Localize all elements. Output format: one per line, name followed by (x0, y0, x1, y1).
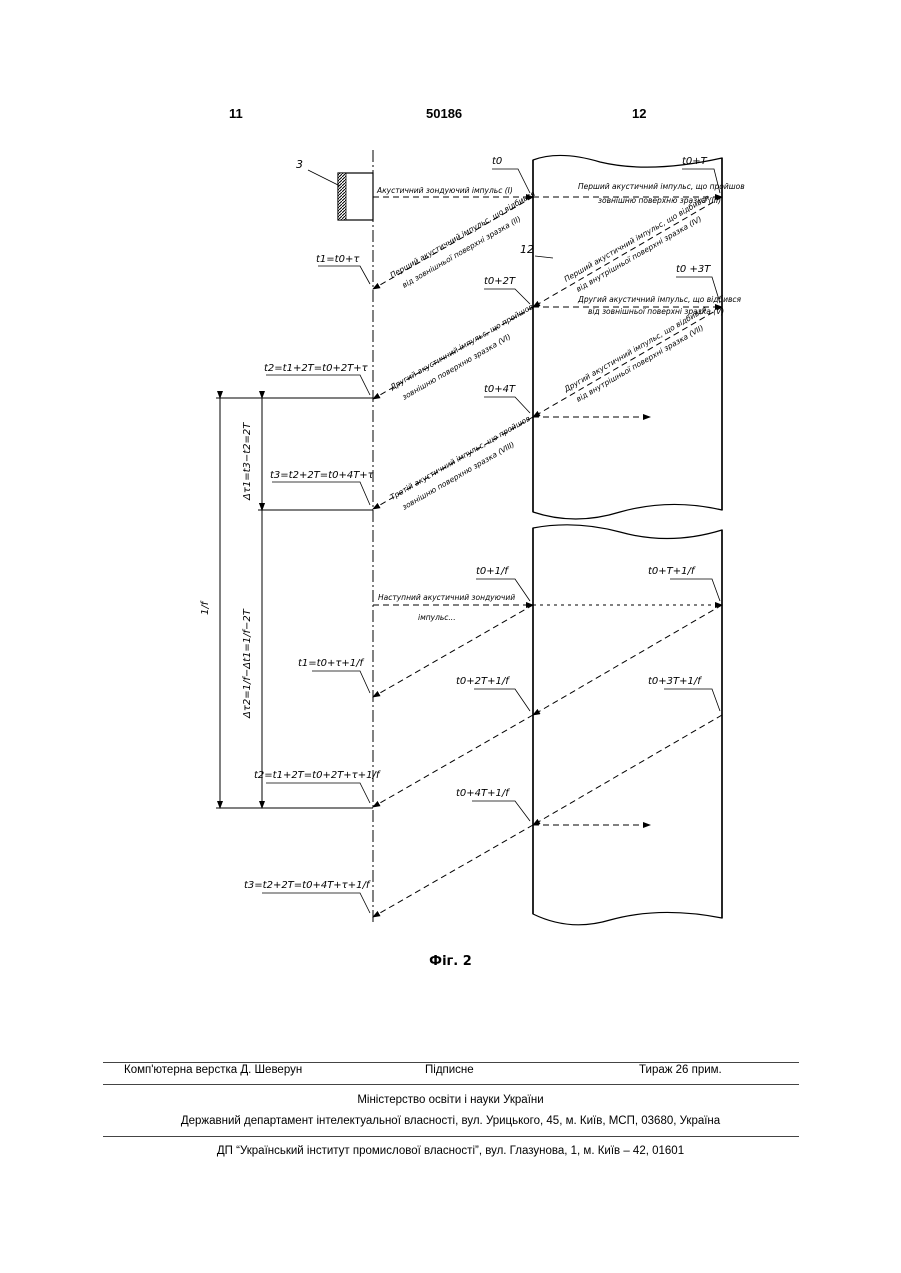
note-next-probe-a: Наступний акустичний зондуючий (378, 593, 515, 602)
note-second-passed-a: Другий акустичний імпульс, що пройшов (388, 302, 535, 392)
note-third-passed-b: зовнішню поверхню зразка (VIII) (401, 440, 517, 512)
figure-caption: Фіг. 2 (0, 954, 901, 969)
note-first-reflected-inner-b: від внутрішньої поверхні зразка (IV) (575, 214, 704, 294)
footer-institute: ДП “Український інститут промислової вла… (0, 1145, 901, 1157)
label-t0-T-f: t0+T+1/f (648, 566, 696, 577)
label-t0-4T: t0+4T (484, 384, 516, 395)
label-t0: t0 (492, 156, 502, 167)
label-t0-f: t0+1/f (476, 566, 509, 577)
note-second-reflected-inner-b: від внутрішньої поверхні зразка (VII) (575, 323, 706, 404)
label-t0-4T-f: t0+4T+1/f (456, 788, 510, 799)
label-t2: t2=t1+2T=t0+2T+τ (264, 363, 369, 374)
footer-layout: Комп'ютерна верстка Д. Шеверун (124, 1064, 302, 1076)
label-t3-f: t3=t2+2T=t0+4T+τ+1/f (244, 880, 371, 891)
part-label-3: 3 (296, 158, 303, 171)
sample-lower (533, 525, 722, 925)
label-delta-t1: Δτ1=t3−t2=2T (242, 422, 253, 501)
footer-rule-3 (103, 1136, 799, 1137)
label-t1-f: t1=t0+τ+1/f (298, 658, 364, 669)
label-delta-t2: Δτ2=1/f−Δt1=1/f−2T (242, 608, 253, 719)
label-t0-3T-f: t0+3T+1/f (648, 676, 702, 687)
footer-department: Державний департамент інтелектуальної вл… (0, 1115, 901, 1127)
footer-circulation: Тираж 26 прим. (639, 1064, 722, 1076)
note-probe-pulse: Акустичний зондуючий імпульс (I) (376, 186, 513, 195)
transducer-piezo (338, 173, 346, 220)
note-next-probe-b: імпульс... (418, 613, 456, 622)
label-t1: t1=t0+τ (316, 254, 360, 265)
note-first-passed-a: Перший акустичний імпульс, що пройшов (578, 182, 745, 191)
footer-ministry: Міністерство освіти і науки України (0, 1094, 901, 1106)
footer-rule-1 (103, 1062, 799, 1063)
label-t0-2T-f: t0+2T+1/f (456, 676, 510, 687)
part-label-12: 12 (520, 243, 534, 256)
note-first-reflected-outer-a: Перший акустичний імпульс, що відбився (389, 189, 538, 280)
note-second-reflected-outer-a: Другий акустичний імпульс, що відбився (577, 295, 741, 304)
label-period: 1/f (200, 600, 211, 615)
label-t0-2T: t0+2T (484, 276, 516, 287)
label-t2-f: t2=t1+2T=t0+2T+τ+1/f (254, 770, 381, 781)
note-second-reflected-inner-a: Другий акустичний імпульс, що відбився (562, 304, 709, 394)
label-t3: t3=t2+2T=t0+4T+τ (270, 470, 375, 481)
note-third-passed-a: Третій акустичний імпульс, що пройшов (389, 414, 532, 502)
label-t0-3T: t0 +3T (676, 264, 711, 275)
footer-signed: Підписне (425, 1064, 474, 1076)
label-t0-T: t0+T (682, 156, 708, 167)
footer-rule-2 (103, 1084, 799, 1085)
